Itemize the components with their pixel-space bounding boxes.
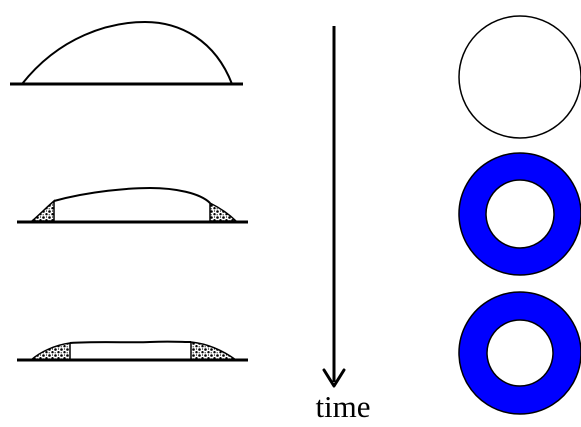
deposit-ring-right xyxy=(210,203,236,221)
time-label: time xyxy=(315,389,370,424)
side-view-stage-3 xyxy=(17,342,248,360)
top-view-stage-3 xyxy=(459,292,581,414)
droplet-cap xyxy=(54,188,210,203)
deposit-ring-right xyxy=(191,342,236,360)
thick-ring xyxy=(459,292,581,414)
droplet-cap xyxy=(22,22,232,84)
side-view-stage-2 xyxy=(17,188,248,222)
thin-ring xyxy=(459,153,581,275)
droplet-cap xyxy=(70,342,191,343)
deposit-ring-left xyxy=(32,201,54,221)
top-view-stage-2 xyxy=(459,153,581,275)
top-view-stage-1 xyxy=(459,16,581,138)
empty-circle xyxy=(459,16,581,138)
side-view-stage-1 xyxy=(10,22,243,84)
time-arrow: time xyxy=(315,26,370,424)
deposit-ring-left xyxy=(31,343,70,360)
